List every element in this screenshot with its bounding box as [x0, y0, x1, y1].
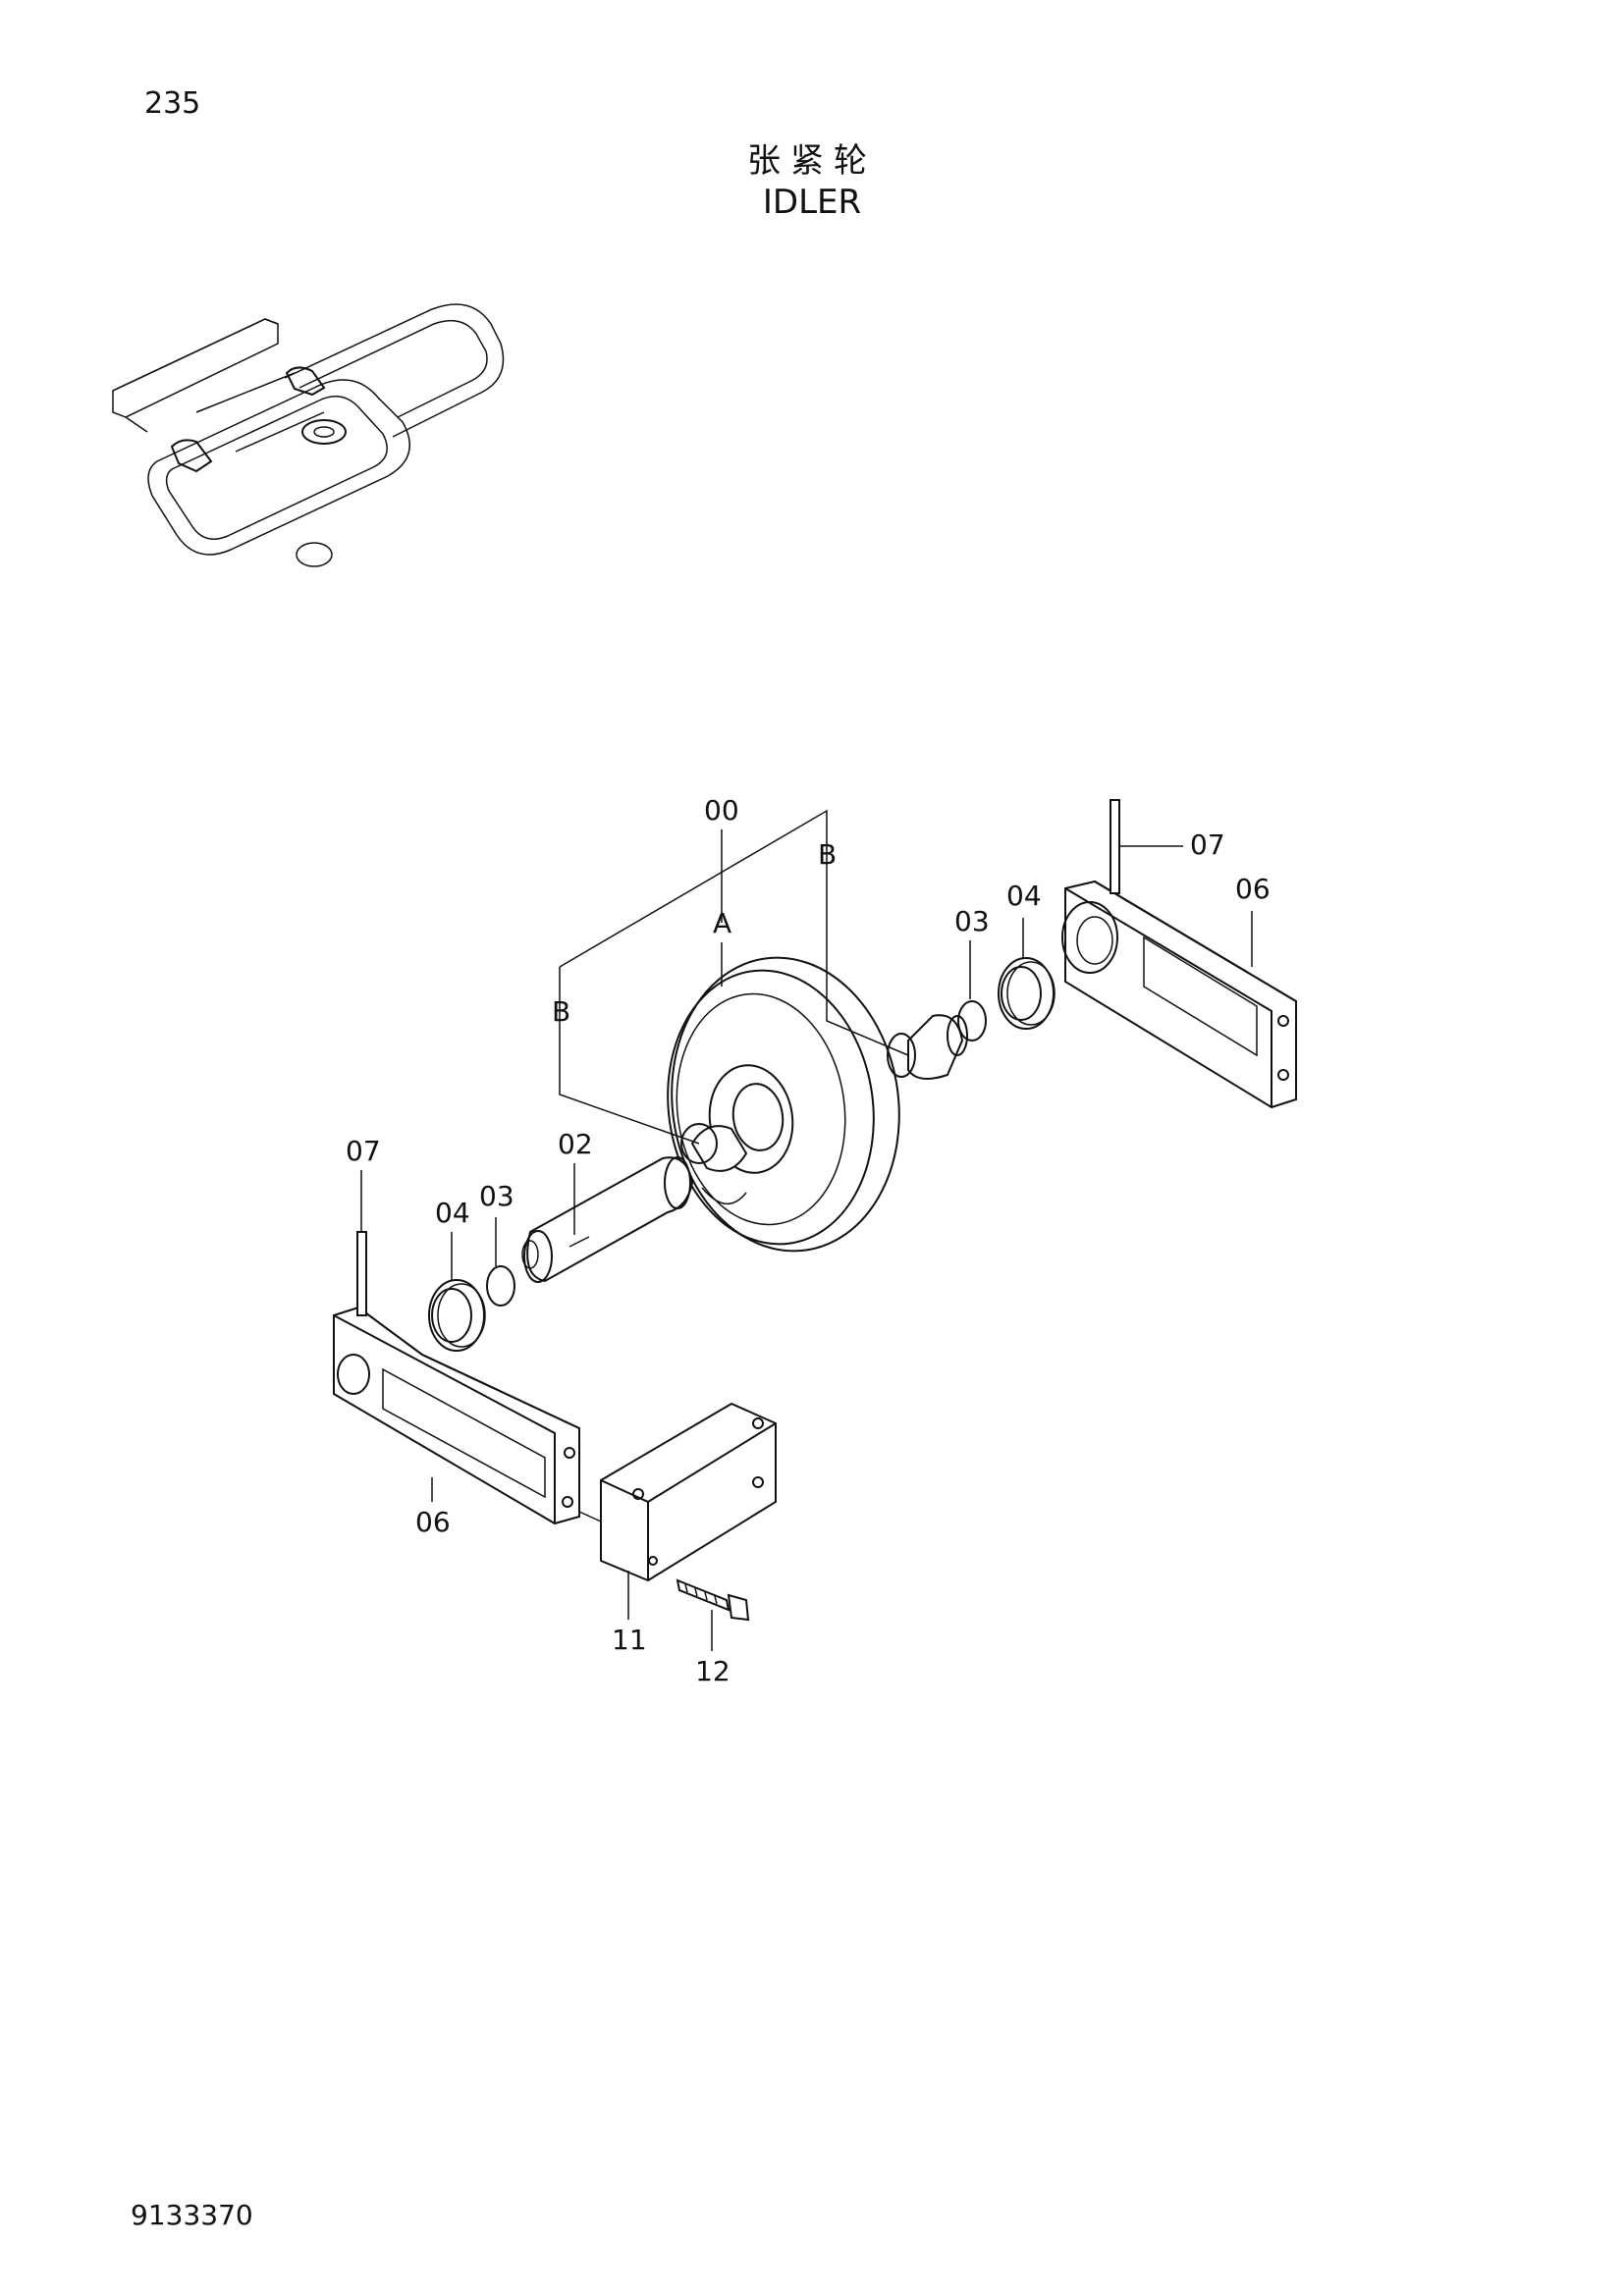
idler-wheel-part-A [667, 956, 900, 1253]
idler-support-06-right [1061, 880, 1297, 1109]
callout-07-left: 07 [346, 1135, 381, 1167]
pin-07-right [1110, 799, 1120, 894]
callout-06-left: 06 [415, 1506, 451, 1538]
callout-B-left: B [552, 995, 570, 1028]
callout-leader-lines [360, 809, 1253, 1651]
callout-03-right: 03 [954, 905, 990, 937]
callout-04-left: 04 [435, 1197, 470, 1229]
callout-B-right: B [818, 838, 837, 871]
shaft-02 [521, 1156, 694, 1283]
callout-06-right: 06 [1235, 873, 1271, 905]
o-ring-03-left [486, 1265, 515, 1307]
callout-12: 12 [695, 1655, 731, 1687]
bushing-part-B-right [887, 1014, 968, 1080]
floating-seal-04-left [428, 1279, 486, 1352]
callout-A: A [713, 907, 731, 939]
callout-04-right: 04 [1006, 880, 1042, 912]
block-11 [600, 1402, 777, 1582]
document-code: 9133370 [131, 2199, 253, 2231]
page-number: 235 [144, 86, 201, 121]
callout-11: 11 [612, 1624, 647, 1656]
callout-07-right: 07 [1190, 828, 1225, 861]
idler-support-06-left [333, 1306, 580, 1525]
floating-seal-04-right [998, 957, 1056, 1030]
bolt-12 [676, 1578, 750, 1622]
callout-03-left: 03 [479, 1180, 514, 1212]
undercarriage-locator-thumbnail [112, 303, 505, 567]
pin-07-left [356, 1231, 367, 1316]
callout-00: 00 [704, 794, 739, 827]
title-chinese: 张紧轮 [747, 141, 877, 181]
o-ring-03-right [957, 1000, 987, 1041]
title-english: IDLER [762, 183, 862, 222]
callout-02: 02 [558, 1128, 593, 1160]
